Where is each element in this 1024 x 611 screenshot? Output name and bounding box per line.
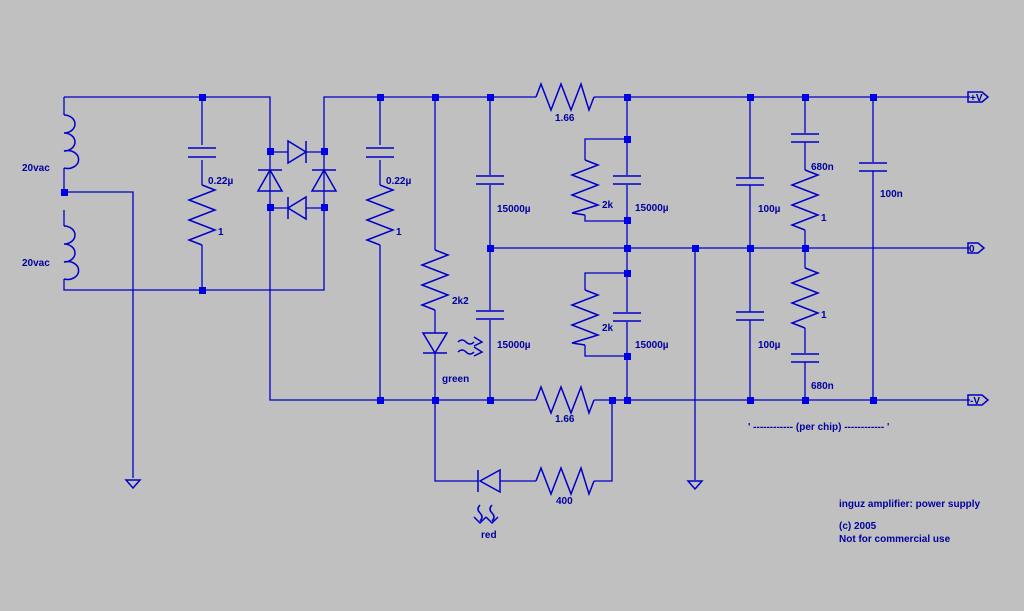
junction-dots (61, 94, 877, 404)
port-zero-label: 0 (969, 244, 975, 255)
c-second-bottom-label: 15000µ (635, 340, 669, 351)
resistor-symbols (186, 81, 821, 497)
port-neg-label: -V (970, 396, 980, 407)
component-labels: 20vac 20vac 0.22µ 1 0.22µ 1 15000µ 15000… (22, 93, 983, 541)
copyright-text: (c) 2005 (839, 521, 877, 532)
transformer-bottom-label: 20vac (22, 258, 50, 269)
red-led-symbol (473, 468, 501, 525)
output-ports (967, 91, 990, 406)
r-zobel-bottom-label: 1 (821, 310, 827, 321)
r-led-red-label: 400 (556, 496, 573, 507)
r-bottom-series-label: 1.66 (555, 414, 575, 425)
r-zobel-top-label: 1 (821, 213, 827, 224)
r-bleed-top-label: 2k (602, 200, 614, 211)
c-main-top-label: 15000µ (497, 204, 531, 215)
c-snubber-left-label: 0.22µ (208, 176, 233, 187)
transformer-top-coil (63, 114, 80, 170)
r-snubber-left-label: 1 (218, 227, 224, 238)
title-block: inguz amplifier: power supply (c) 2005 N… (839, 499, 981, 545)
bridge-rectifier (256, 139, 338, 221)
transformer-bottom-coil (63, 225, 80, 281)
c-zobel-top-label: 680n (811, 162, 834, 173)
wires (63, 96, 970, 482)
c-snubber-right-label: 0.22µ (386, 176, 411, 187)
port-pos-label: +V (970, 93, 983, 104)
c-main-bottom-label: 15000µ (497, 340, 531, 351)
c-local-top-label: 100µ (758, 204, 781, 215)
ground-symbols (124, 479, 704, 491)
r-bleed-bottom-label: 2k (602, 323, 614, 334)
c-local-bottom-label: 100µ (758, 340, 781, 351)
green-led-symbol (421, 332, 484, 357)
r-top-series-label: 1.66 (555, 113, 575, 124)
title-text: inguz amplifier: power supply (839, 499, 981, 510)
r-led-green-label: 2k2 (452, 296, 469, 307)
transformer-top-label: 20vac (22, 163, 50, 174)
c-second-top-label: 15000µ (635, 203, 669, 214)
capacitor-symbols (188, 133, 887, 363)
license-text: Not for commercial use (839, 534, 951, 545)
per-chip-label: ' ------------ (per chip) ------------ ' (748, 422, 889, 433)
r-snubber-right-label: 1 (396, 227, 402, 238)
c-bypass-label: 100n (880, 189, 903, 200)
led-green-label: green (442, 374, 469, 385)
c-zobel-bottom-label: 680n (811, 381, 834, 392)
led-red-label: red (481, 530, 497, 541)
